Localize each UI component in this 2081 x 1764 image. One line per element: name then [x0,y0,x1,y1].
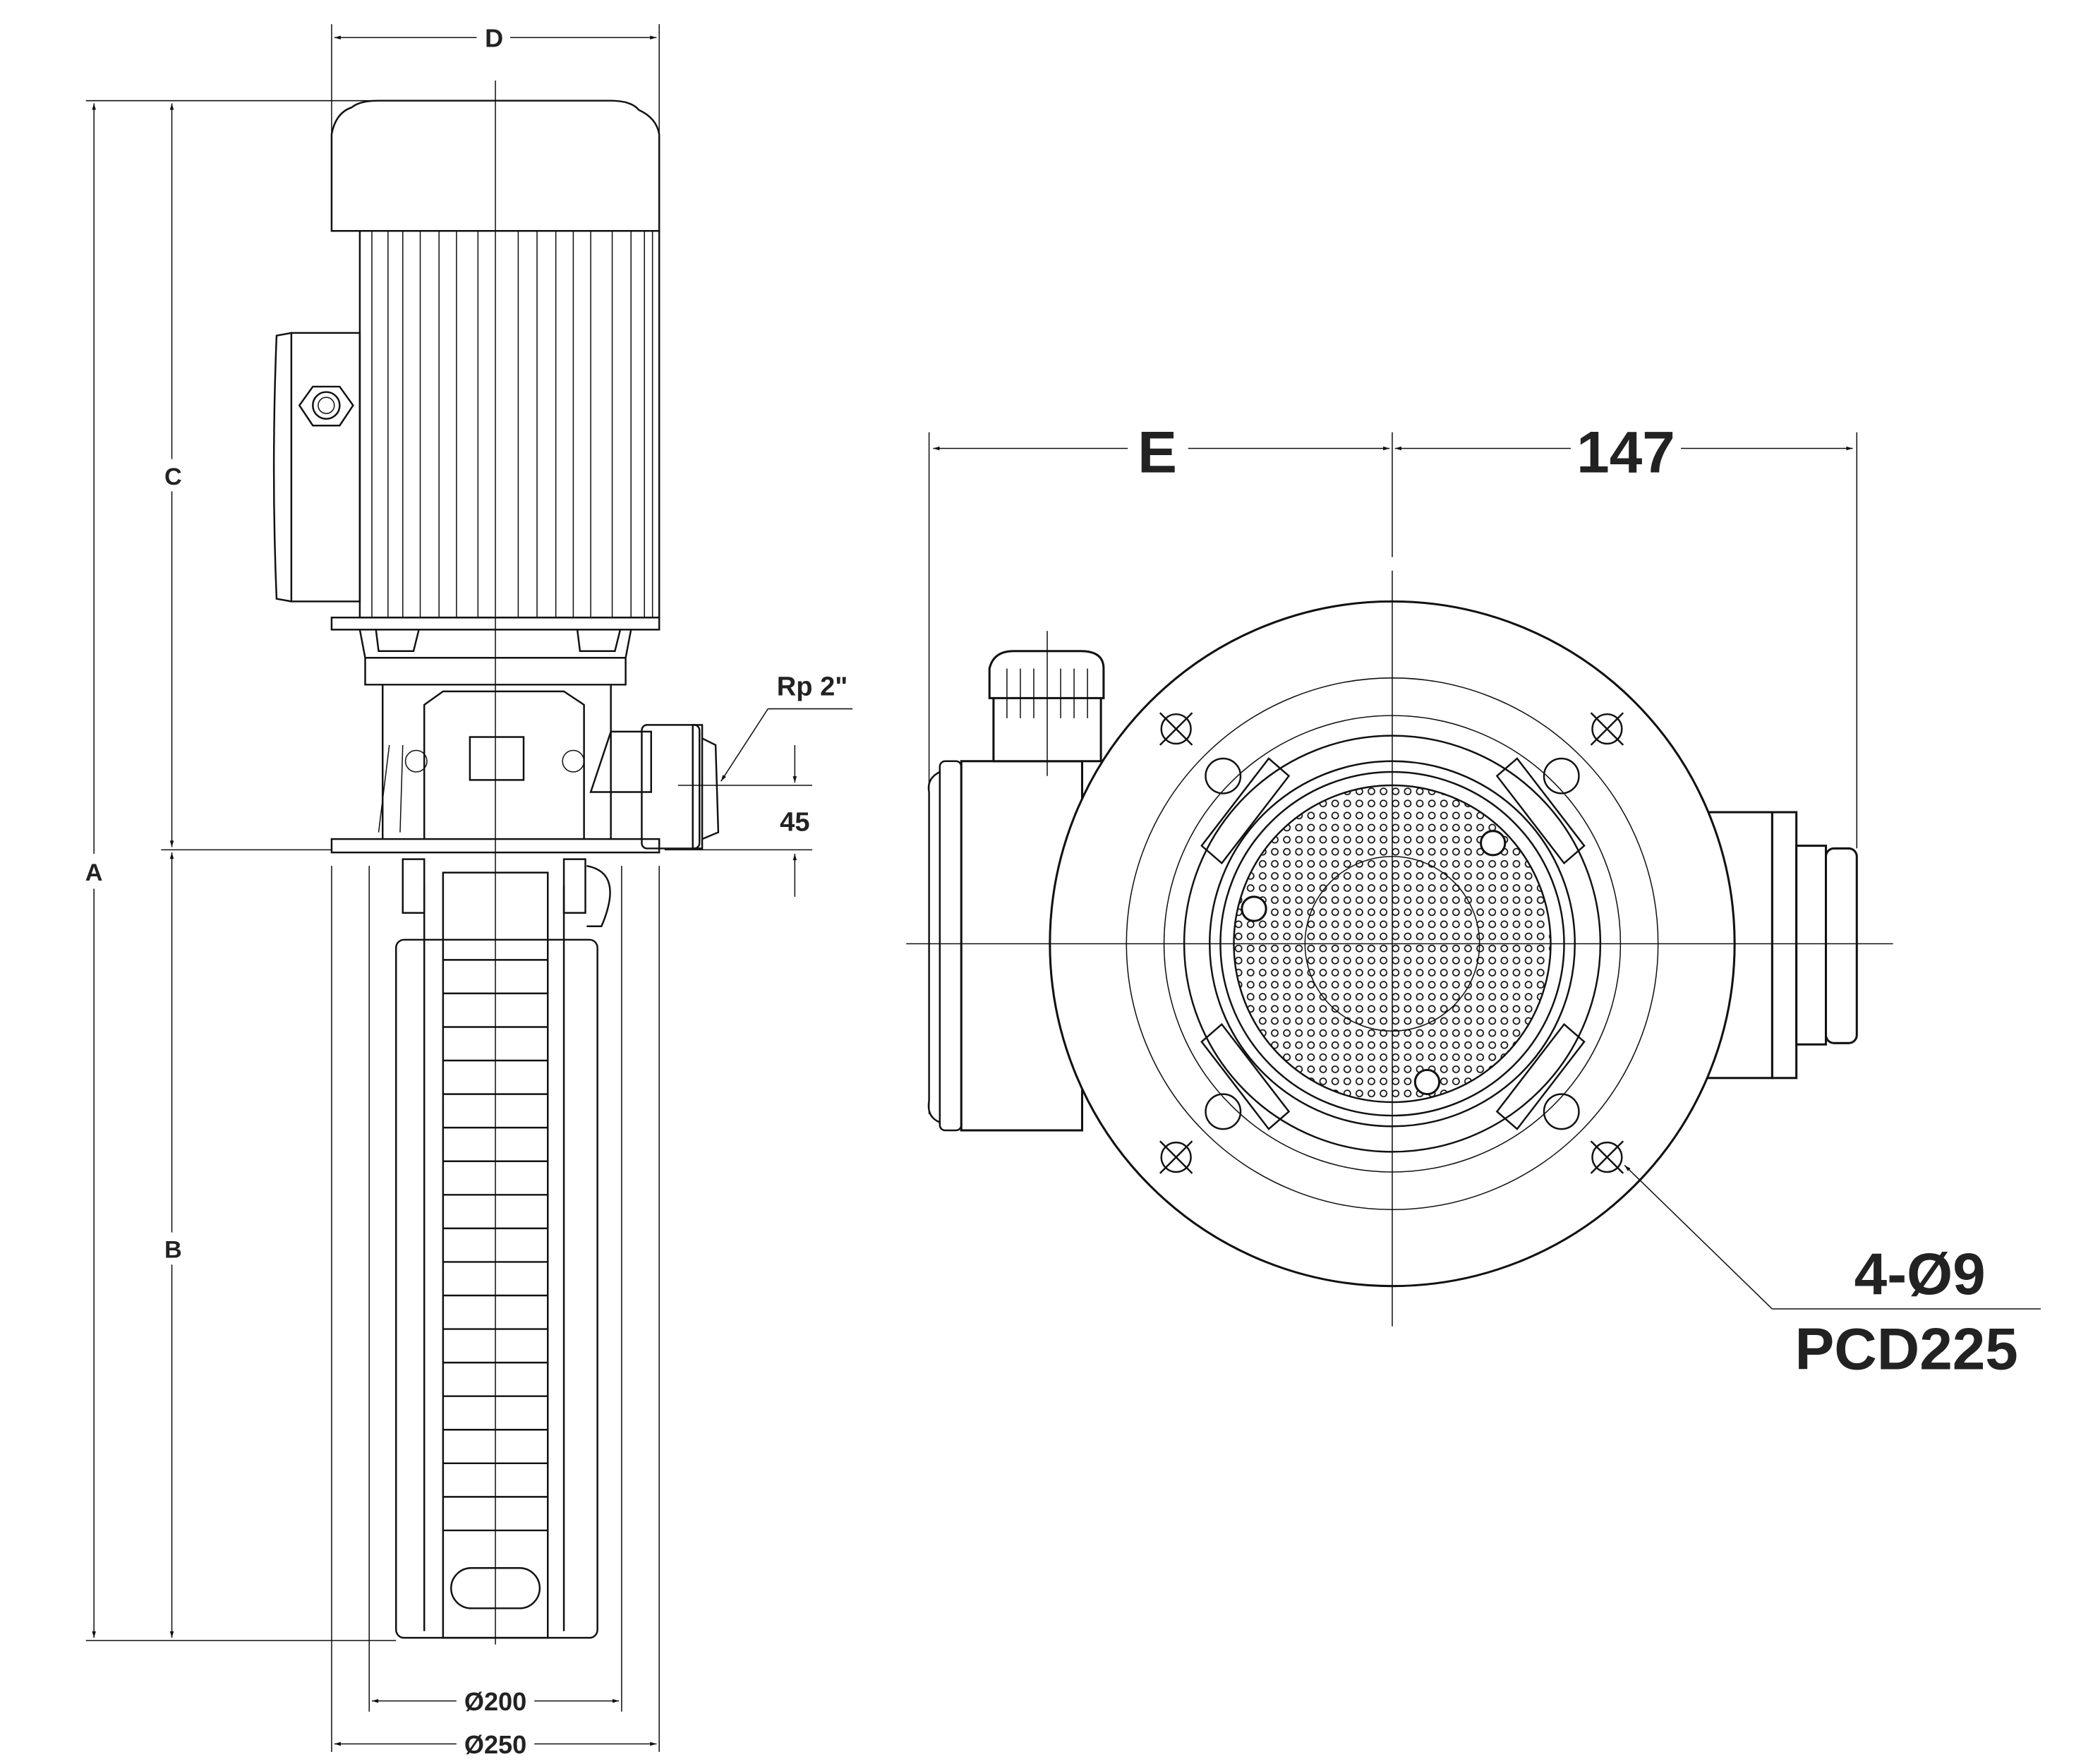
bolt-hole-callout: 4-Ø9 PCD225 [1624,1164,2041,1382]
outlet-dimension: Rp 2" 45 [664,672,853,897]
outlet-port [589,724,720,850]
bolt-holes [1159,712,1624,1174]
side-view: D [85,24,853,1759]
label-147: 147 [1576,419,1675,485]
motor-body [358,230,661,619]
bottom-view: E 147 [906,419,2041,1382]
label-diameter-250: Ø250 [464,1730,526,1759]
label-D: D [485,24,503,53]
label-outlet-thread: Rp 2" [777,672,848,702]
pump-head [378,684,612,840]
label-B: B [164,1237,182,1264]
terminal-box-bottom [927,631,1105,1132]
label-E: E [1138,419,1177,485]
motor-flange [330,616,661,631]
terminal-box [272,332,361,603]
label-outlet-height: 45 [780,808,809,838]
label-diameter-200: Ø200 [464,1687,526,1716]
motor-fins [371,231,653,618]
dimension-E-147: E 147 [928,419,1858,1115]
base-plate [330,838,661,854]
label-pcd: PCD225 [1795,1316,2017,1382]
label-A: A [85,859,103,886]
label-C: C [164,464,182,490]
pump-column [395,858,611,1639]
adapter [358,629,632,686]
clamp-holes [1205,757,1580,1130]
diameter-dimensions: Ø200 Ø250 [334,1687,657,1759]
motor-fan-cover [330,99,661,232]
label-bolt-holes: 4-Ø9 [1854,1240,1986,1307]
clamps [1200,757,1586,1130]
dimension-A-B-C: A C B [85,99,397,1641]
